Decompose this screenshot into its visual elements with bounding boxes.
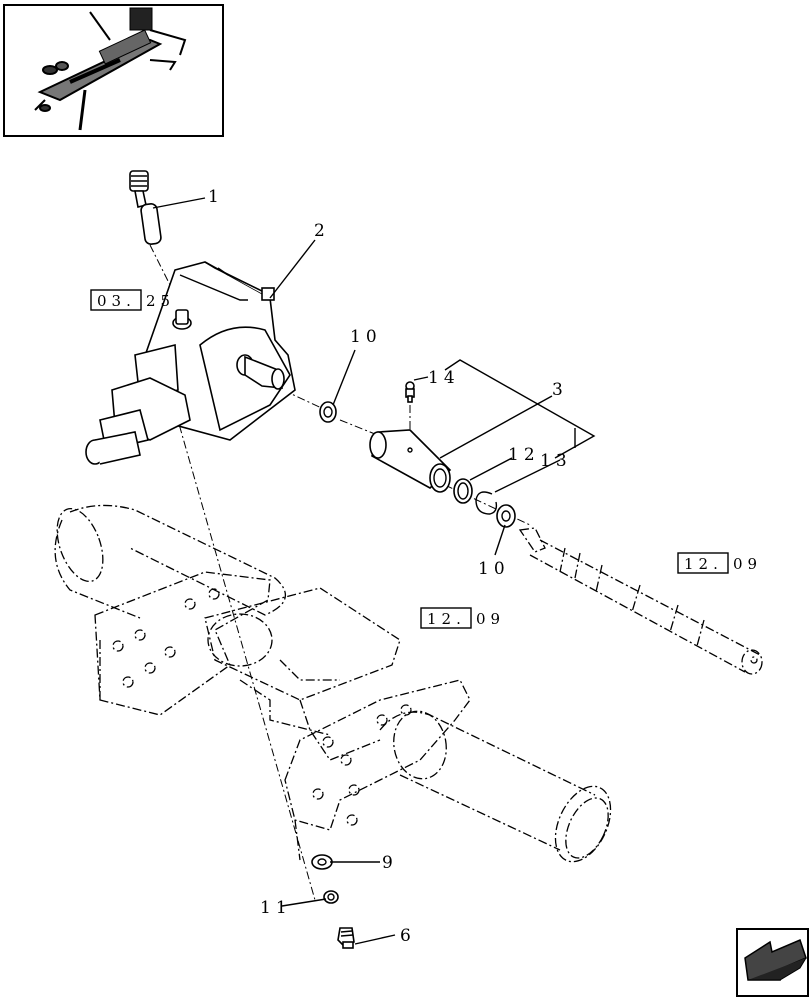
part-9-washer	[311, 854, 333, 870]
part-3-bushing	[369, 429, 452, 493]
callout-10-upper: 10	[350, 327, 382, 347]
reference-12-09-right[interactable]: 12. 09	[677, 552, 762, 574]
ref-tail-text: 25	[146, 292, 175, 310]
ref-box-text: 12.	[684, 555, 723, 573]
part-10-washer-upper	[319, 401, 337, 423]
callout-12: 12	[508, 445, 540, 465]
ref-box-text: 03.	[97, 292, 136, 310]
part-1-fitting	[129, 170, 162, 245]
callout-1: 1	[208, 187, 224, 207]
callout-labels: 1 2 3 6 9 10 10 11 12 13 14	[208, 187, 572, 946]
part-6-bolt	[337, 927, 355, 949]
part-11-lock-washer	[323, 890, 339, 904]
part-14-grease-nipple	[405, 381, 415, 403]
callout-11: 11	[260, 898, 292, 918]
drive-shaft-ghost	[518, 527, 763, 675]
ref-box-text: 12.	[427, 610, 466, 628]
part-2-gearbox-housing	[85, 261, 296, 465]
callout-14: 14	[428, 368, 460, 388]
callout-10-lower: 10	[478, 559, 510, 579]
reference-03-25[interactable]: 03. 25	[90, 289, 175, 311]
callout-9: 9	[382, 853, 398, 873]
part-10-washer-lower	[496, 504, 516, 528]
leader-lines	[152, 197, 596, 945]
part-13-circlip	[475, 491, 498, 515]
reference-12-09-middle[interactable]: 12. 09	[420, 607, 505, 629]
callout-13: 13	[540, 451, 572, 471]
ref-tail-text: 09	[476, 610, 505, 628]
callout-6: 6	[400, 926, 416, 946]
axle-housing-ghost	[54, 504, 612, 863]
callout-3: 3	[552, 380, 568, 400]
ref-tail-text: 09	[733, 555, 762, 573]
callout-2: 2	[314, 221, 330, 241]
overview-thumbnail[interactable]	[3, 4, 224, 137]
part-12-ring	[453, 478, 473, 504]
next-page-arrow-icon[interactable]	[736, 928, 809, 997]
